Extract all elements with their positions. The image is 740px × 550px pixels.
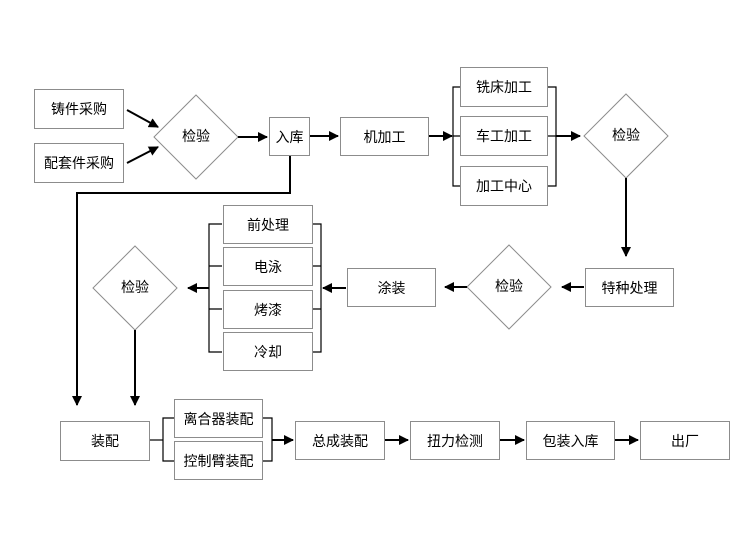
warehouse-in-label: 入库	[275, 129, 304, 146]
inspect-1-label: 检验	[182, 129, 210, 145]
machining-bracket-right	[548, 86, 557, 187]
electrophoresis-label: 电泳	[254, 259, 282, 276]
coating-bracket-right	[313, 223, 322, 353]
clutch-assembly-box: 离合器装配	[174, 399, 263, 438]
coating-label: 涂装	[377, 280, 406, 297]
machining-box: 机加工	[340, 117, 429, 156]
milling-label: 铣床加工	[476, 80, 532, 96]
warehouse-in-box: 入库	[269, 117, 310, 156]
inspect-1-diamond	[153, 94, 239, 180]
turning-box: 车工加工	[460, 116, 548, 156]
arrow-casting-to-inspect	[126, 109, 159, 128]
torque-test-box: 扭力检测	[410, 421, 500, 460]
final-assembly-label: 总成装配	[312, 433, 368, 450]
shipment-label: 出厂	[671, 433, 699, 450]
packing-storage-label: 包装入库	[542, 433, 599, 450]
turning-label: 车工加工	[476, 129, 532, 145]
special-treatment-label: 特种处理	[601, 280, 658, 297]
arrow-warehouse-to-assembly	[72, 156, 291, 406]
electrophoresis-box: 电泳	[223, 247, 313, 286]
assembly-box: 装配	[60, 421, 150, 461]
assembly-label: 装配	[91, 434, 119, 450]
final-assembly-box: 总成装配	[295, 421, 385, 460]
assembly-bracket-right	[263, 417, 273, 462]
assembly-bracket-left	[162, 417, 174, 462]
inspect-4-label: 检验	[121, 280, 149, 296]
inspect-3-label: 检验	[495, 279, 523, 295]
casting-purchase-label: 铸件采购	[51, 102, 107, 118]
arrow-parts-to-inspect	[126, 146, 159, 164]
machining-center-label: 加工中心	[476, 179, 532, 195]
machining-label: 机加工	[363, 129, 406, 146]
torque-test-label: 扭力检测	[427, 433, 483, 450]
control-arm-assembly-label: 控制臂装配	[183, 453, 254, 470]
inspect-2-label: 检验	[612, 128, 640, 144]
baking-box: 烤漆	[223, 290, 313, 329]
inspect-3-diamond	[466, 244, 552, 330]
machining-center-box: 加工中心	[460, 166, 548, 206]
pretreatment-box: 前处理	[223, 205, 313, 244]
parts-purchase-box: 配套件采购	[34, 143, 124, 183]
shipment-box: 出厂	[640, 421, 730, 460]
coating-box: 涂装	[347, 268, 436, 307]
control-arm-assembly-box: 控制臂装配	[174, 441, 263, 480]
special-treatment-box: 特种处理	[585, 268, 674, 307]
casting-purchase-box: 铸件采购	[34, 89, 124, 129]
coating-bracket-left	[208, 223, 222, 353]
milling-box: 铣床加工	[460, 67, 548, 107]
cooling-box: 冷却	[223, 332, 313, 371]
clutch-assembly-label: 离合器装配	[183, 411, 254, 428]
baking-label: 烤漆	[254, 302, 282, 319]
cooling-label: 冷却	[254, 344, 282, 361]
parts-purchase-label: 配套件采购	[44, 156, 114, 172]
pretreatment-label: 前处理	[247, 217, 289, 234]
machining-bracket-left	[452, 86, 460, 187]
packing-storage-box: 包装入库	[526, 421, 615, 460]
